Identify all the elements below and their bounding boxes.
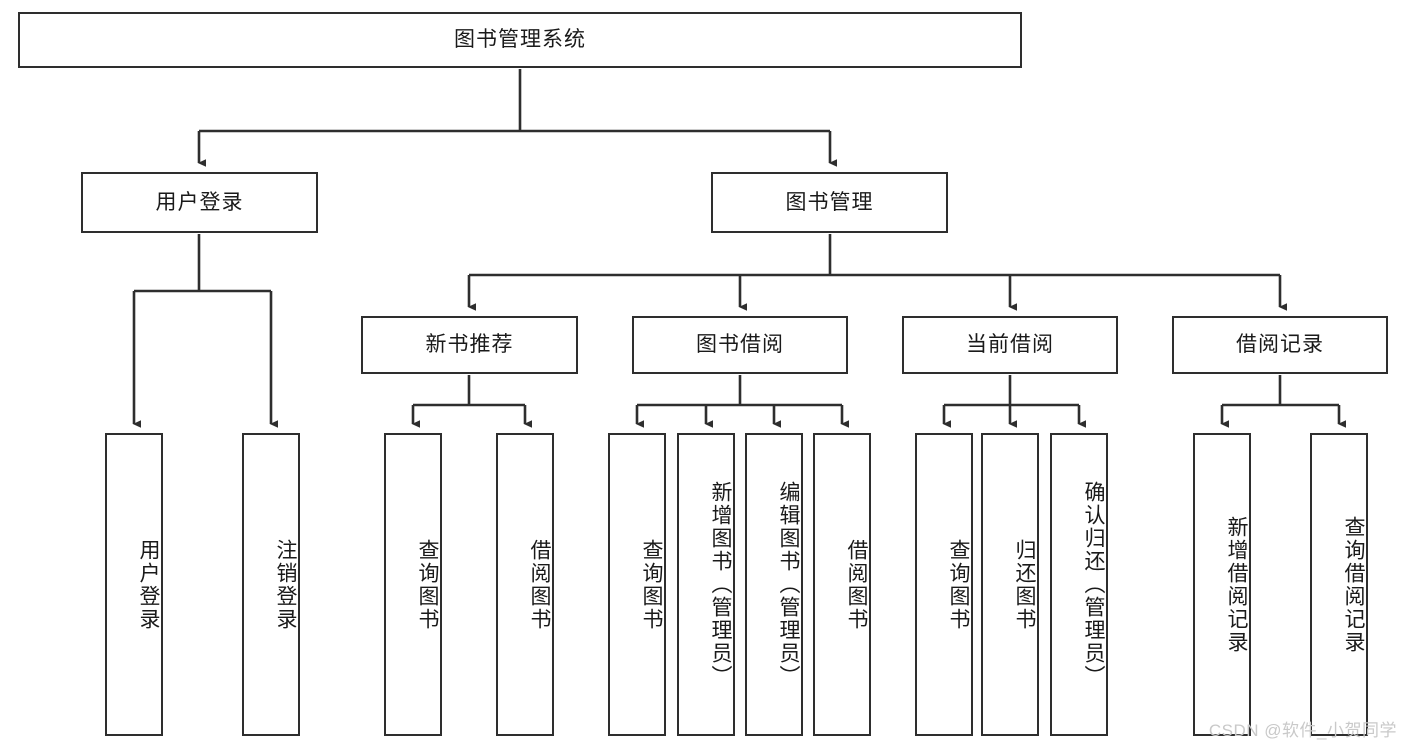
node-label: 查询图书	[947, 538, 970, 631]
node-label: 注销登录	[274, 538, 297, 631]
node-book-borrow[interactable]: 图书借阅	[632, 316, 848, 374]
leaf-query-book-borrow[interactable]: 查询图书	[608, 433, 666, 736]
node-root-system[interactable]: 图书管理系统	[18, 12, 1022, 68]
node-label: 用户登录	[155, 190, 244, 214]
node-current-borrow[interactable]: 当前借阅	[902, 316, 1118, 374]
leaf-edit-book[interactable]: 编辑图书（管理员）	[745, 433, 803, 736]
node-label: 确认归还（管理员）	[1082, 481, 1105, 688]
leaf-borrow-book-recommend[interactable]: 借阅图书	[496, 433, 554, 736]
node-label: 借阅记录	[1236, 333, 1324, 357]
node-book-management[interactable]: 图书管理	[711, 172, 948, 233]
leaf-confirm-return[interactable]: 确认归还（管理员）	[1050, 433, 1108, 736]
node-label: 用户登录	[137, 538, 160, 631]
leaf-user-login[interactable]: 用户登录	[105, 433, 163, 736]
node-label: 新增借阅记录	[1225, 515, 1248, 654]
leaf-logout-login[interactable]: 注销登录	[242, 433, 300, 736]
node-label: 新书推荐	[425, 333, 514, 357]
node-label: 归还图书	[1013, 538, 1036, 631]
node-label: 查询图书	[416, 538, 439, 631]
node-label: 查询图书	[640, 538, 663, 631]
leaf-borrow-book[interactable]: 借阅图书	[813, 433, 871, 736]
node-label: 图书管理系统	[454, 28, 586, 52]
leaf-query-borrow-record[interactable]: 查询借阅记录	[1310, 433, 1368, 736]
node-label: 当前借阅	[966, 333, 1054, 357]
node-borrow-record[interactable]: 借阅记录	[1172, 316, 1388, 374]
node-label: 新增图书（管理员）	[709, 481, 732, 688]
node-new-book-recommend[interactable]: 新书推荐	[361, 316, 578, 374]
node-label: 借阅图书	[528, 538, 551, 631]
leaf-return-book[interactable]: 归还图书	[981, 433, 1039, 736]
leaf-query-book-recommend[interactable]: 查询图书	[384, 433, 442, 736]
node-label: 借阅图书	[845, 538, 868, 631]
csdn-watermark: CSDN @软件_小贺同学	[1208, 721, 1397, 740]
leaf-add-book[interactable]: 新增图书（管理员）	[677, 433, 735, 736]
leaf-add-borrow-record[interactable]: 新增借阅记录	[1193, 433, 1251, 736]
node-label: 查询借阅记录	[1342, 515, 1365, 654]
node-label: 图书管理	[785, 190, 874, 214]
leaf-query-book-current[interactable]: 查询图书	[915, 433, 973, 736]
node-label: 编辑图书（管理员）	[777, 481, 800, 688]
node-label: 图书借阅	[696, 333, 784, 357]
node-user-login[interactable]: 用户登录	[81, 172, 318, 233]
